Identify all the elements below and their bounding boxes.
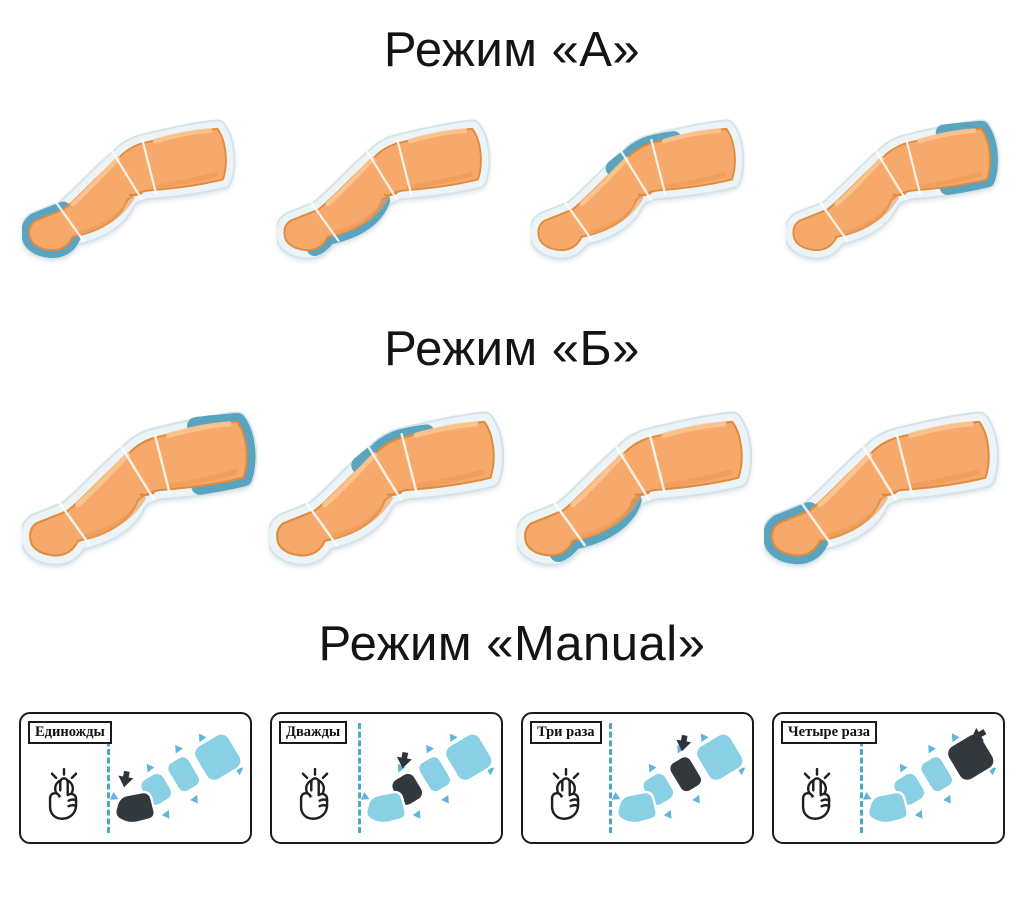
cuffed-leg-illustration (107, 722, 249, 834)
leg-illustration-a4 (786, 110, 1002, 265)
dashed-divider (609, 723, 612, 833)
mode-a-title: Режим «А» (383, 23, 641, 77)
manual-card-twice: Дважды (270, 712, 503, 844)
cuffed-leg-illustration (860, 722, 1002, 834)
leg-illustration-b3 (517, 401, 755, 572)
leg-icon (277, 110, 493, 265)
mode-a-leg-row (22, 110, 1002, 265)
leg-illustration-a3 (531, 110, 747, 265)
press-count-label: Четыре раза (781, 721, 878, 744)
leg-icon (531, 110, 747, 265)
manual-card-once: Единожды (19, 712, 252, 844)
leg-illustration-b4 (764, 401, 1002, 572)
cuffed-leg-illustration (609, 722, 751, 834)
cuffed-leg-illustration (358, 722, 500, 834)
mode-b-leg-row (22, 401, 1002, 572)
dashed-divider (358, 723, 361, 833)
leg-icon (22, 401, 260, 572)
leg-icon (764, 401, 1002, 572)
manual-card-row: Единожды Дважды Три раза Четыре раза (19, 712, 1005, 844)
leg-illustration-b2 (269, 401, 507, 572)
cuff-leg-icon (107, 722, 249, 834)
leg-illustration-a2 (277, 110, 493, 265)
press-hand-icon (540, 766, 592, 826)
mode-b-title: Режим «Б» (384, 322, 640, 376)
cuff-leg-icon (609, 722, 751, 834)
leg-illustration-b1 (22, 401, 260, 572)
dashed-divider (860, 723, 863, 833)
leg-icon (786, 110, 1002, 265)
dashed-divider (107, 723, 110, 833)
press-hand-icon (791, 766, 843, 826)
manual-card-four-times: Четыре раза (772, 712, 1005, 844)
cuff-leg-icon (358, 722, 500, 834)
press-hand-icon (289, 766, 341, 826)
mode-manual-title: Режим «Manual» (318, 617, 706, 671)
leg-illustration-a1 (22, 110, 238, 265)
press-hand-icon (38, 766, 90, 826)
leg-icon (517, 401, 755, 572)
leg-icon (22, 110, 238, 265)
press-count-label: Дважды (279, 721, 348, 744)
leg-icon (269, 401, 507, 572)
press-count-label: Единожды (28, 721, 112, 744)
press-count-label: Три раза (530, 721, 602, 744)
cuff-leg-icon (860, 722, 1002, 834)
manual-card-three-times: Три раза (521, 712, 754, 844)
